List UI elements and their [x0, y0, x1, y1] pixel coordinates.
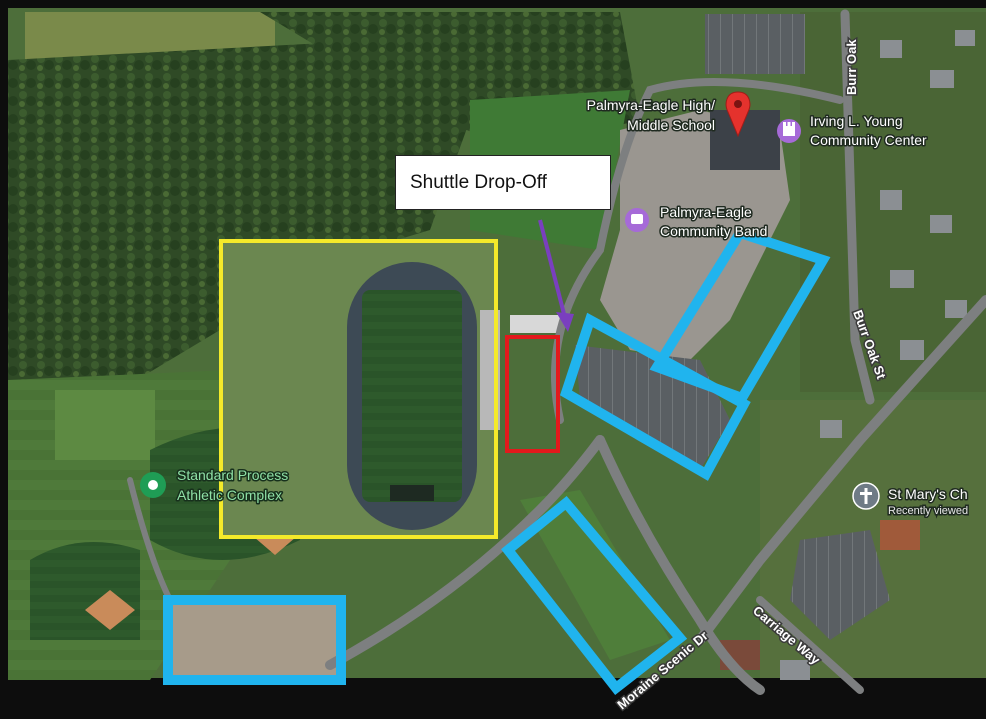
road-label-burr-oak-north: Burr Oak: [844, 39, 859, 95]
woodland: [8, 40, 470, 390]
castle-icon[interactable]: [777, 119, 801, 143]
softball-field: [30, 542, 140, 640]
community-center-label-line2: Community Center: [810, 132, 927, 148]
athletic-complex-label-line1: Standard Process: [177, 467, 288, 483]
parking-zone-east: [649, 227, 831, 405]
drop-off-arrowhead: [556, 312, 574, 332]
map-pin-icon[interactable]: [725, 91, 751, 138]
callout-text: Shuttle Drop-Off: [410, 171, 547, 193]
school-building: [600, 110, 790, 360]
practice-field: [55, 390, 155, 460]
roads: [127, 9, 986, 695]
church-label: St Mary's Ch: [888, 486, 968, 502]
community-center-label-line1: Irving L. Young: [810, 113, 903, 129]
church-sublabel: Recently viewed: [888, 505, 968, 517]
stadium-zone-outline: [219, 239, 498, 539]
community-band-label-line2: Community Band: [660, 223, 767, 239]
drop-off-arrow: [538, 219, 567, 319]
parking-zone-outlines: [163, 227, 831, 696]
football-field: [362, 290, 462, 502]
parking-lot-north: [705, 14, 805, 74]
community-band-label-line1: Palmyra-Eagle: [660, 204, 752, 220]
south-parking-lot: [168, 600, 336, 678]
end-zone: [390, 485, 434, 501]
parking-zone-field: [501, 496, 688, 696]
school-label-line2: Middle School: [627, 117, 715, 133]
shuttle-drop-off-callout: Shuttle Drop-Off: [395, 155, 611, 210]
houses: [720, 30, 975, 680]
drop-off-zone-outline: [505, 335, 560, 453]
park-icon[interactable]: [140, 472, 166, 498]
athletic-complex-label-line2: Athletic Complex: [177, 487, 282, 503]
parking-zone-south: [163, 595, 346, 685]
church-parking: [790, 530, 890, 640]
school-label-line1: Palmyra-Eagle High/: [587, 97, 715, 113]
cross-icon[interactable]: [852, 482, 880, 510]
open-field: [520, 490, 670, 660]
music-icon[interactable]: [625, 208, 649, 232]
infield-2: [85, 590, 135, 630]
concession-building: [510, 315, 560, 333]
